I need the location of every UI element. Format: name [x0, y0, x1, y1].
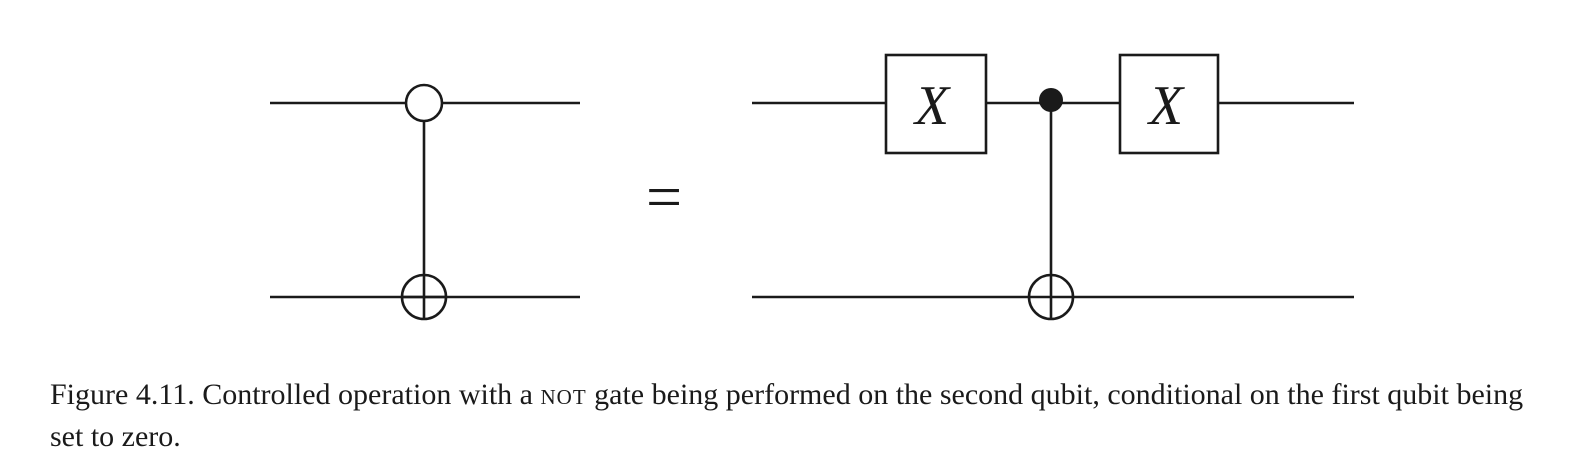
- caption-prefix: Figure 4.11. Controlled operation with a: [50, 378, 533, 411]
- circuit-equivalence-diagram: = X X: [270, 53, 1354, 321]
- filled-control-dot: [1039, 88, 1063, 112]
- x-gate-right: X: [1118, 53, 1220, 155]
- right-circuit: X X: [752, 53, 1354, 321]
- figure-caption: Figure 4.11. Controlled operation with a…: [50, 374, 1550, 458]
- caption-suffix: gate being performed on the second qubit…: [50, 378, 1524, 453]
- caption-gate-name: not: [540, 378, 587, 411]
- open-control-circle: [404, 83, 444, 123]
- left-circuit: [270, 83, 580, 321]
- x-gate-left-label: X: [913, 75, 952, 137]
- x-gate-left: X: [884, 53, 988, 155]
- equals-sign: =: [646, 161, 682, 232]
- x-gate-right-label: X: [1147, 75, 1186, 137]
- left-target-xor: [400, 273, 448, 321]
- right-target-xor: [1027, 273, 1075, 321]
